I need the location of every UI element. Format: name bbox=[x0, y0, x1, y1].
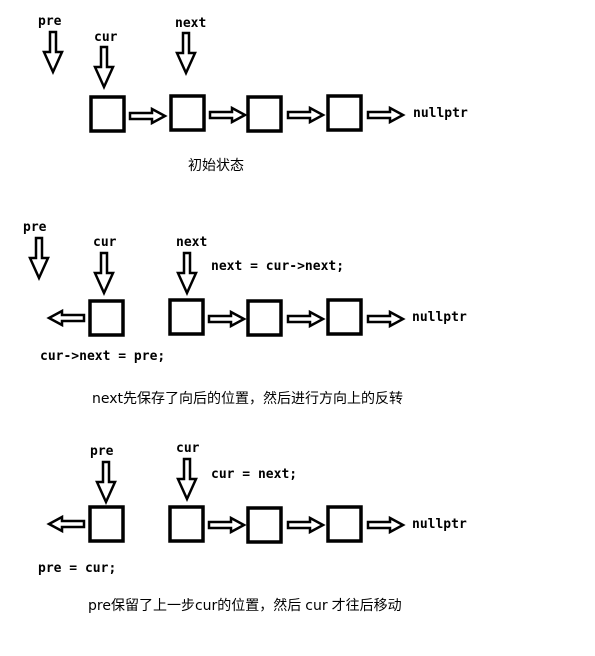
next-label: next bbox=[175, 16, 206, 31]
nullptr-label: nullptr bbox=[413, 106, 468, 121]
pre-pointer-arrow-icon bbox=[42, 30, 64, 74]
list-node bbox=[246, 95, 283, 133]
list-node bbox=[326, 94, 363, 132]
next-pointer-arrow-icon bbox=[175, 31, 197, 75]
link-arrow-icon bbox=[286, 516, 325, 534]
panel-advance-pointers: pre cur cur = next; nullptr pre = cur; p… bbox=[38, 441, 467, 614]
pre-pointer-arrow-icon bbox=[95, 460, 117, 504]
panel-reverse-link: pre cur next next = cur->next; nullptr c… bbox=[23, 220, 467, 407]
caption-part: cur bbox=[305, 598, 328, 614]
next-label: next bbox=[176, 235, 207, 250]
caption-part: 的位置，然后 bbox=[217, 597, 301, 614]
list-node bbox=[246, 506, 283, 544]
panel-initial-state: pre cur next nullptr 初始状态 bbox=[38, 14, 468, 174]
list-node bbox=[88, 505, 125, 543]
next-pointer-arrow-icon bbox=[176, 251, 198, 295]
nullptr-label: nullptr bbox=[412, 517, 467, 532]
cur-pointer-arrow-icon bbox=[93, 45, 115, 89]
link-arrow-icon bbox=[366, 106, 405, 124]
list-node bbox=[168, 505, 205, 543]
link-arrow-icon bbox=[208, 106, 247, 124]
link-arrow-icon bbox=[128, 107, 167, 125]
cur-pointer-arrow-icon bbox=[93, 251, 115, 295]
caption-reverse-link: next先保存了向后的位置，然后进行方向上的反转 bbox=[92, 390, 403, 407]
list-node bbox=[168, 298, 205, 336]
link-arrow-icon bbox=[286, 106, 325, 124]
cur-pointer-arrow-icon bbox=[176, 457, 198, 501]
list-node bbox=[326, 505, 363, 543]
pre-label: pre bbox=[38, 14, 62, 29]
cur-label: cur bbox=[176, 441, 200, 456]
link-arrow-icon bbox=[366, 310, 405, 328]
code-cur-assign: cur = next; bbox=[211, 467, 297, 482]
list-node bbox=[89, 95, 126, 133]
caption-part: pre保留了上一步 bbox=[88, 598, 195, 614]
list-node bbox=[169, 94, 206, 132]
code-next-assign: next = cur->next; bbox=[211, 259, 344, 274]
code-link-assign: cur->next = pre; bbox=[40, 349, 165, 364]
link-arrow-icon bbox=[207, 516, 246, 534]
nullptr-label: nullptr bbox=[412, 310, 467, 325]
list-node bbox=[326, 298, 363, 336]
caption-part: cur bbox=[195, 598, 218, 614]
link-arrow-icon bbox=[286, 310, 325, 328]
list-node bbox=[88, 299, 125, 337]
cur-label: cur bbox=[94, 30, 118, 45]
pre-label: pre bbox=[23, 220, 47, 235]
pre-pointer-arrow-icon bbox=[28, 236, 50, 280]
link-arrow-icon bbox=[207, 310, 246, 328]
code-pre-assign: pre = cur; bbox=[38, 561, 116, 576]
caption-part: 才往后移动 bbox=[332, 598, 402, 614]
list-node bbox=[246, 299, 283, 337]
pre-label: pre bbox=[90, 444, 114, 459]
reversed-link-arrow-icon bbox=[47, 515, 86, 533]
caption-initial-state: 初始状态 bbox=[188, 157, 244, 174]
link-arrow-icon bbox=[366, 516, 405, 534]
reversed-link-arrow-icon bbox=[47, 309, 86, 327]
cur-label: cur bbox=[93, 235, 117, 250]
